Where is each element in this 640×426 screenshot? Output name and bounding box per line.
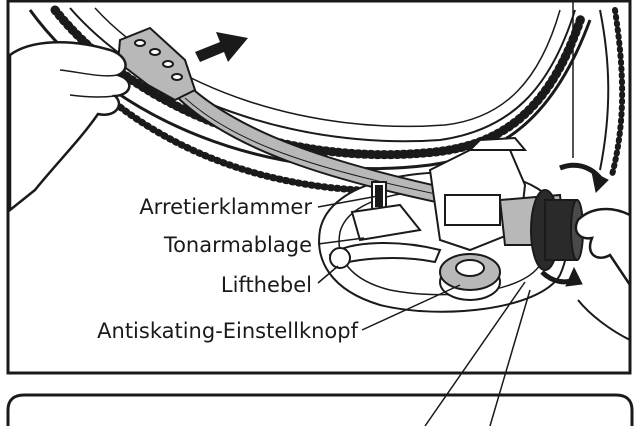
headshell <box>116 26 197 102</box>
left-hand <box>8 40 131 213</box>
label-tonarmablage: Tonarmablage <box>163 233 312 257</box>
arm-rest-assembly <box>328 181 442 269</box>
antiskating-knob <box>439 253 501 301</box>
direction-arrow-icon <box>195 32 248 62</box>
rotation-arrows-icon <box>540 162 609 287</box>
label-antiskating: Antiskating-Einstellknopf <box>97 319 358 343</box>
callout-lines <box>317 1 574 426</box>
right-hand <box>574 207 632 341</box>
label-arretierklammer: Arretierklammer <box>139 195 312 219</box>
detail-box-edge <box>6 393 634 426</box>
label-lifthebel: Lifthebel <box>221 273 312 297</box>
